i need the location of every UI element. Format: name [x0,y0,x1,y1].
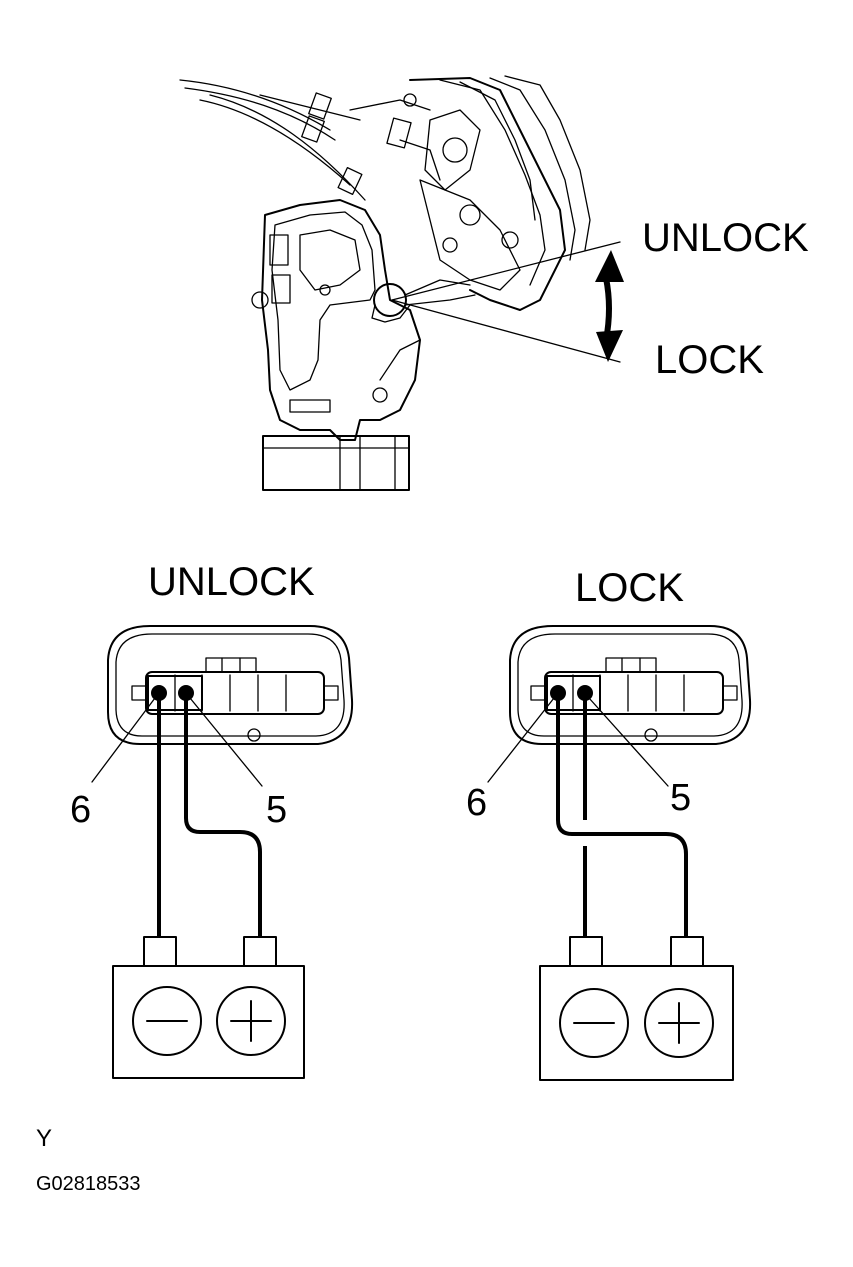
unlock-pin-5-label: 5 [266,789,287,831]
lock-pin-6-label: 6 [466,782,487,824]
unlock-test-heading: UNLOCK [148,560,315,604]
unlock-test-panel: UNLOCK 6 5 [70,560,354,1079]
unlock-battery-negative-icon [132,986,202,1056]
lock-battery-negative-icon [559,988,629,1058]
figure-letter: Y [36,1125,52,1152]
unlock-wire-positive [184,693,262,938]
lock-battery-positive-icon [644,988,714,1058]
door-lock-assembly-illustration [179,75,624,491]
lock-direction-label: LOCK [655,338,764,382]
unlock-connector-housing [107,625,354,745]
lock-wire-positive [556,693,688,938]
unlock-battery-body [112,965,305,1079]
lock-pin-5-label: 5 [670,777,691,819]
lock-test-panel: LOCK 6 5 [466,566,752,1081]
lock-direction-double-arrow-icon [595,250,624,362]
lock-test-heading: LOCK [575,566,684,610]
unlock-battery-positive-icon [216,986,286,1056]
unlock-direction-label: UNLOCK [642,216,809,260]
lock-connector-housing [509,625,752,745]
figure-code: G02818533 [36,1173,141,1195]
unlock-pin-6-label: 6 [70,789,91,831]
lock-battery-body [539,965,734,1081]
